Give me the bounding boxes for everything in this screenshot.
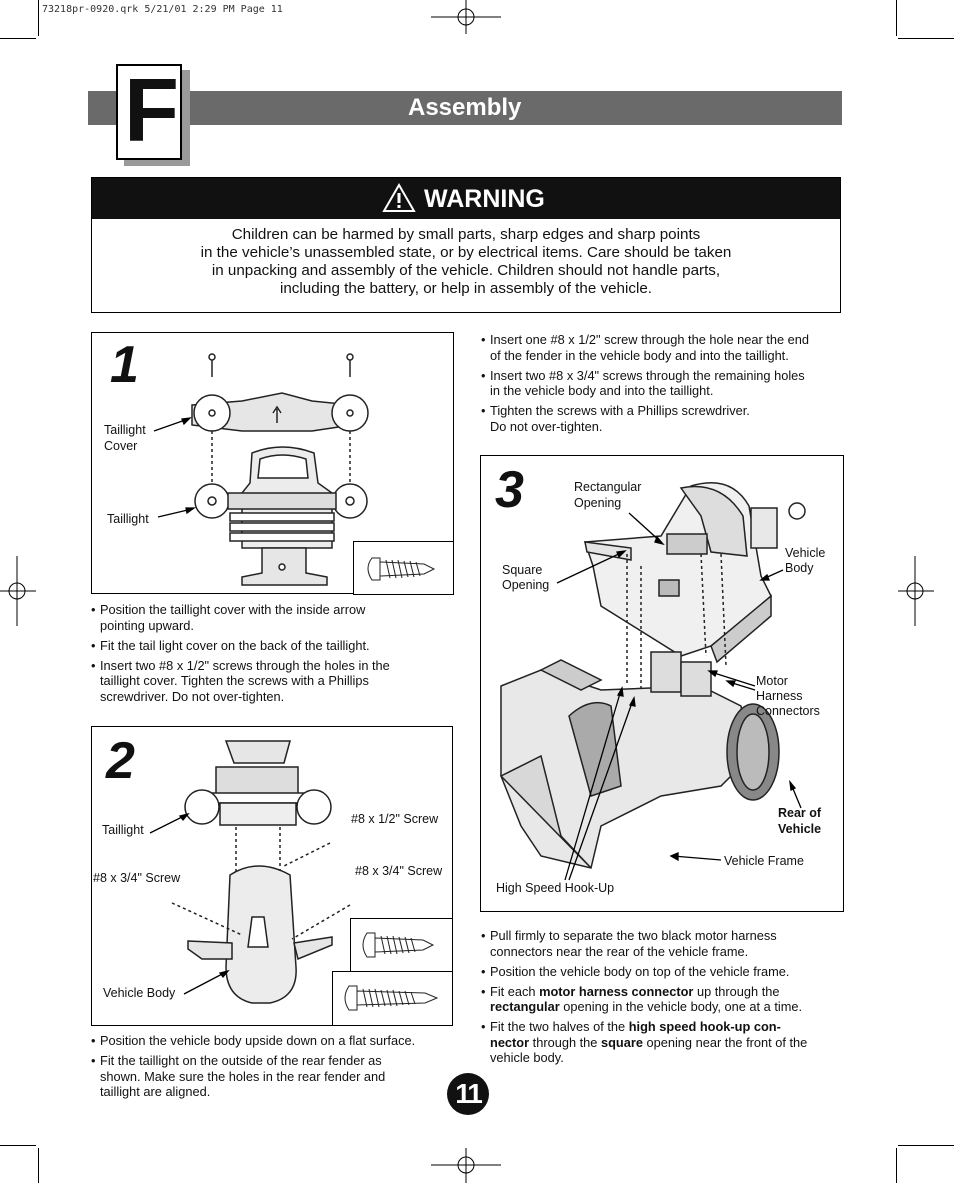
step1-bullet: Insert two #8 x 1/2" screws through the … xyxy=(91,658,461,705)
section-header-bar: Assembly xyxy=(88,91,842,125)
label-vehicle-body-1: Vehicle xyxy=(785,546,826,560)
label-taillight: Taillight xyxy=(107,512,149,526)
step3-bullet: Fit the two halves of the high speed hoo… xyxy=(481,1019,851,1066)
registration-mark-top xyxy=(431,0,501,34)
label-motor-3: Connectors xyxy=(756,704,820,718)
registration-mark-left xyxy=(0,556,36,626)
step3-bullet: Position the vehicle body on top of the … xyxy=(481,964,851,980)
step3-illustration-box: 3 xyxy=(480,455,844,912)
label-screw-half: #8 x 1/2" Screw xyxy=(351,812,439,826)
step3-number: 3 xyxy=(495,461,524,519)
warning-line: in unpacking and assembly of the vehicle… xyxy=(211,262,721,279)
warning-header: WARNING xyxy=(92,178,840,219)
step3-instructions: Pull firmly to separate the two black mo… xyxy=(481,928,851,1070)
label-motor-1: Motor xyxy=(756,674,788,688)
screw-icon xyxy=(362,932,435,958)
label-rear-of-vehicle-2: Vehicle xyxy=(778,822,822,836)
warning-box: WARNING Children can be harmed by small … xyxy=(91,177,841,313)
step1-instructions: Position the taillight cover with the in… xyxy=(91,602,461,709)
step2-bullet: Position the vehicle body upside down on… xyxy=(91,1033,456,1049)
step2-bullet: Insert one #8 x 1/2" screw through the h… xyxy=(481,332,846,363)
label-rectangular-2: Opening xyxy=(574,496,622,510)
print-slug: 73218pr-0920.qrk 5/21/01 2:29 PM Page 11 xyxy=(42,4,283,15)
step1-illustration-box: 1 Taillight Cover Tai xyxy=(91,332,454,595)
label-rectangular-1: Rectangular xyxy=(574,480,642,494)
fender-illustration xyxy=(149,740,351,1004)
label-vehicle-frame: Vehicle Frame xyxy=(724,854,804,868)
step2-bullet: Tighten the screws with a Phillips screw… xyxy=(481,403,846,434)
label-screw-three-quarter-left: #8 x 3/4" Screw xyxy=(93,871,181,885)
label-screw-three-quarter-right: #8 x 3/4" Screw xyxy=(355,864,443,878)
warning-title: WARNING xyxy=(424,185,545,213)
label-vehicle-body-2: Body xyxy=(785,561,814,575)
step3-bullet: Fit each motor harness connector up thro… xyxy=(481,984,851,1015)
section-title: Assembly xyxy=(408,94,522,121)
registration-mark-bottom xyxy=(431,1148,501,1183)
label-taillight: Taillight xyxy=(102,823,144,837)
screw-three-quarter-inch-actual-size xyxy=(332,971,453,1026)
label-vehicle-body: Vehicle Body xyxy=(103,986,176,1000)
screw-half-inch-actual-size xyxy=(350,918,453,972)
taillight-illustration xyxy=(153,353,369,586)
page-number: 11 xyxy=(447,1073,489,1115)
label-taillight-cover-2: Cover xyxy=(104,439,138,453)
warning-triangle-icon xyxy=(382,183,416,212)
step1-bullet: Fit the tail light cover on the back of … xyxy=(91,638,461,654)
step1-number: 1 xyxy=(110,336,139,394)
step2-bullet: Insert two #8 x 3/4" screws through the … xyxy=(481,368,846,399)
step2-continued-instructions: Insert one #8 x 1/2" screw through the h… xyxy=(481,332,846,439)
label-high-speed-hookup: High Speed Hook-Up xyxy=(496,881,615,895)
label-square-2: Opening xyxy=(502,578,550,592)
registration-mark-right xyxy=(898,556,934,626)
step2-bullet: Fit the taillight on the outside of the … xyxy=(91,1053,456,1100)
label-taillight-cover-1: Taillight xyxy=(104,423,146,437)
vehicle-assembly-illustration xyxy=(499,482,806,881)
warning-line: Children can be harmed by small parts, s… xyxy=(231,226,701,243)
label-rear-of-vehicle-1: Rear of xyxy=(778,806,822,820)
section-letter: F xyxy=(124,61,179,161)
label-motor-2: Harness xyxy=(756,689,803,703)
section-letter-box: F xyxy=(116,61,182,161)
screw-half-inch-actual-size xyxy=(353,541,454,595)
warning-text: Children can be harmed by small parts, s… xyxy=(92,226,840,298)
label-square-1: Square xyxy=(502,563,543,577)
warning-line: in the vehicle’s unassembled state, or b… xyxy=(200,244,732,261)
warning-line: including the battery, or help in assemb… xyxy=(279,280,653,297)
screw-icon xyxy=(367,557,436,581)
step2-illustration-box: 2 Taillight #8 x 1/2" Screw #8 x 3/4" Sc… xyxy=(91,726,453,1026)
screw-icon xyxy=(344,985,439,1011)
step2-instructions: Position the vehicle body upside down on… xyxy=(91,1033,456,1104)
step3-bullet: Pull firmly to separate the two black mo… xyxy=(481,928,851,959)
step1-bullet: Position the taillight cover with the in… xyxy=(91,602,461,633)
step2-number: 2 xyxy=(106,732,135,790)
